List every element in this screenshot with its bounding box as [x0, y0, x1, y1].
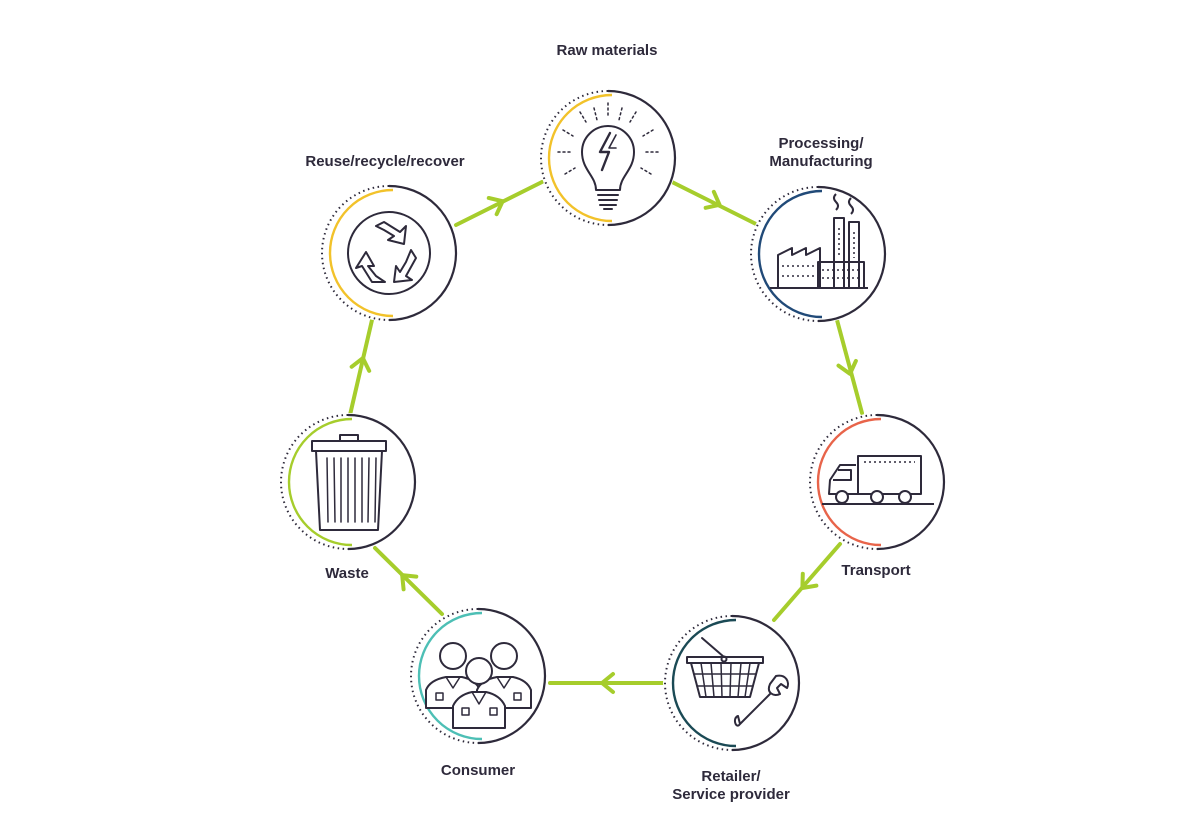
arrow-transport-to-retailer [772, 542, 842, 622]
dotted-ring [321, 185, 390, 321]
node-raw-materials [539, 89, 677, 227]
connector-arrows [348, 180, 864, 694]
arrow-consumer-to-waste [373, 546, 444, 616]
arrow-processing-to-transport [835, 318, 864, 415]
arrow-reuse-to-raw [454, 180, 544, 227]
solid-ring [607, 89, 677, 227]
accent-arc [671, 618, 737, 748]
accent-arc [816, 417, 882, 547]
accent-arc [287, 417, 353, 547]
arrow-raw-to-processing [670, 180, 762, 228]
dotted-ring [280, 414, 349, 550]
solid-ring [347, 413, 417, 551]
label-reuse: Reuse/recycle/recover [305, 153, 465, 170]
dotted-ring [664, 615, 733, 751]
dotted-ring [750, 186, 819, 322]
label-raw-materials: Raw materials [556, 42, 658, 59]
solid-ring [876, 413, 946, 551]
label-transport: Transport [841, 562, 911, 579]
factory-icon [770, 193, 868, 289]
accent-arc [757, 189, 823, 319]
dotted-ring [540, 90, 609, 226]
node-retailer [663, 614, 801, 752]
label-retailer: Retailer/ Service provider [672, 768, 790, 803]
solid-ring [731, 614, 801, 752]
people-icon [425, 642, 532, 729]
recycle-icon [347, 211, 431, 295]
arrow-waste-to-reuse [348, 318, 374, 417]
accent-arc [328, 188, 394, 318]
solid-ring [388, 184, 458, 322]
basket-wrench-icon [686, 637, 789, 727]
node-transport [808, 413, 946, 551]
dotted-ring [809, 414, 878, 550]
node-processing [749, 185, 887, 323]
lightbulb-icon [557, 102, 659, 210]
accent-arc [417, 611, 483, 741]
dotted-ring [410, 608, 479, 744]
solid-ring [817, 185, 887, 323]
accent-arc [547, 93, 613, 223]
arrow-retailer-to-consumer [548, 672, 665, 694]
trash-can-icon [311, 434, 387, 531]
label-processing: Processing/ Manufacturing [769, 135, 873, 170]
label-consumer: Consumer [440, 762, 516, 779]
solid-ring [477, 607, 547, 745]
label-waste: Waste [325, 565, 369, 582]
node-reuse [320, 184, 458, 322]
truck-icon [822, 455, 934, 505]
